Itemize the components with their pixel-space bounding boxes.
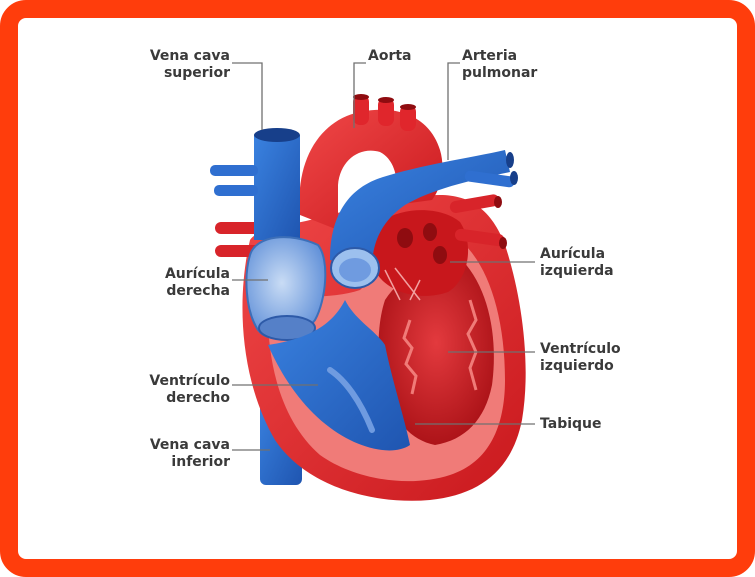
label-arteria-pulmonar: Arteria pulmonar (462, 48, 537, 82)
superior-vena-cava (254, 135, 300, 240)
label-ventriculo-derecho: Ventrículo derecho (110, 373, 230, 407)
label-vena-cava-inferior: Vena cava inferior (110, 437, 230, 471)
label-auricula-derecha: Aurícula derecha (110, 266, 230, 300)
label-ventriculo-izquierdo: Ventrículo izquierdo (540, 341, 621, 375)
label-auricula-izquierda: Aurícula izquierda (540, 246, 614, 280)
label-tabique: Tabique (540, 416, 602, 433)
leader-vena-cava-superior (232, 63, 262, 130)
label-vena-cava-superior: Vena cava superior (110, 48, 230, 82)
caval-branches (210, 165, 258, 196)
label-aorta: Aorta (368, 48, 412, 65)
leader-arteria-pulmonar (448, 63, 460, 160)
